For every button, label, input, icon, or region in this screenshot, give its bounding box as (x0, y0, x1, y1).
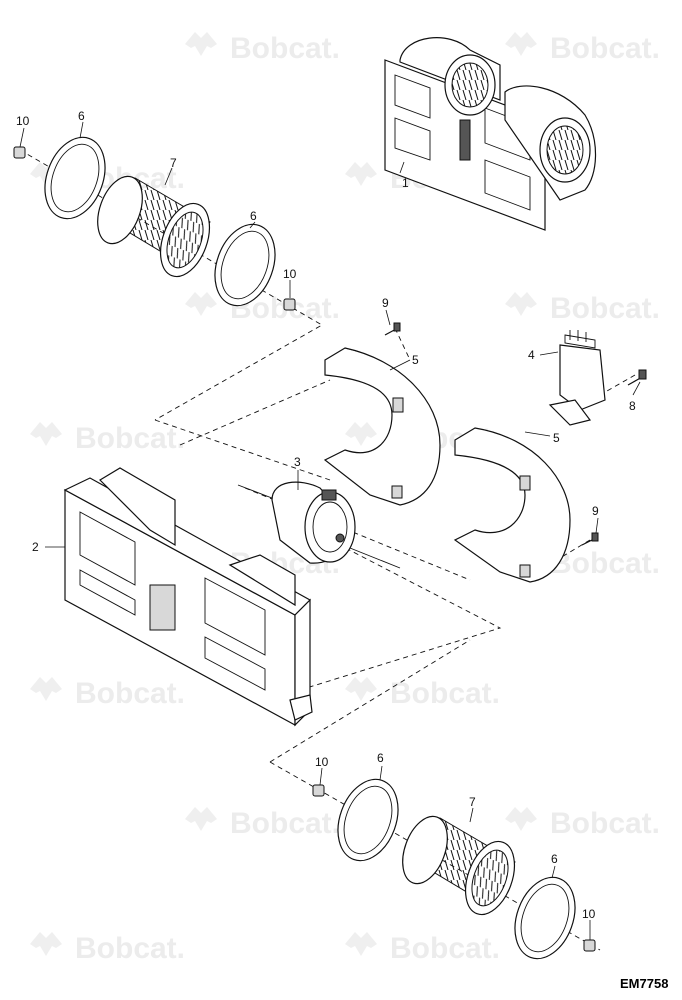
watermark-text: Bobcat. (75, 677, 185, 710)
callout-4: 4 (528, 348, 535, 362)
watermark-text: Bobcat. (75, 422, 185, 455)
watermark-text: Bobcat. (75, 932, 185, 965)
watermark-logo: Bobcat. (345, 677, 500, 710)
callout-2: 2 (32, 540, 39, 554)
watermark-logo: Bobcat. (505, 292, 660, 325)
callout-8: 8 (629, 399, 636, 413)
watermark-text: Bobcat. (550, 292, 660, 325)
callout-6-b: 6 (250, 209, 257, 223)
bushings (13, 146, 596, 952)
callout-9-lower: 9 (592, 504, 599, 518)
callout-6-c: 6 (377, 751, 384, 765)
callout-10-b: 10 (283, 267, 297, 281)
screws (384, 322, 647, 546)
callout-10-d: 10 (582, 907, 596, 921)
watermark-logo: Bobcat. (185, 807, 340, 840)
watermark-text: Bobcat. (550, 547, 660, 580)
callout-6-d: 6 (551, 852, 558, 866)
blower-wheel-upper (97, 175, 211, 278)
watermark-text: Bobcat. (230, 32, 340, 65)
watermark-text: Bobcat. (550, 807, 660, 840)
blower-assembly (384, 37, 597, 231)
watermark-logo: Bobcat. (30, 932, 185, 965)
blower-housing-bracket (63, 467, 313, 727)
retaining-rings (44, 136, 576, 960)
leader-lines (19, 121, 641, 940)
callout-5-upper: 5 (412, 353, 419, 367)
scroll-housing-lower (453, 427, 571, 583)
watermark-logo: Bobcat. (185, 32, 340, 65)
callout-1: 1 (402, 176, 409, 190)
watermark-logo: Bobcat. (30, 422, 185, 455)
callout-7-upper: 7 (170, 156, 177, 170)
watermark-text: Bobcat. (550, 32, 660, 65)
scroll-housing-upper (323, 347, 441, 506)
watermark-logo: Bobcat. (30, 677, 185, 710)
watermark-logo: Bobcat. (505, 807, 660, 840)
watermark-logo: Bobcat. (345, 932, 500, 965)
callout-10-a: 10 (16, 114, 30, 128)
callouts: 1 2 3 4 5 5 6 6 6 6 7 7 8 9 9 10 10 10 1… (16, 109, 636, 921)
resistor (548, 330, 606, 426)
watermark-text: Bobcat. (230, 807, 340, 840)
callout-3: 3 (294, 455, 301, 469)
blower-motor (237, 481, 401, 569)
blower-wheel-lower (402, 815, 516, 916)
callout-10-c: 10 (315, 755, 329, 769)
callout-7-lower: 7 (469, 795, 476, 809)
watermark-layer: Bobcat. Bobcat. Bobcat. Bobcat. Bobcat. … (30, 32, 660, 965)
watermark-logo: Bobcat. (505, 32, 660, 65)
callout-6-a: 6 (78, 109, 85, 123)
callout-5-lower: 5 (553, 431, 560, 445)
figure-id: EM7758 (620, 976, 668, 991)
watermark-text: Bobcat. (390, 677, 500, 710)
watermark-logo: Bobcat. (185, 292, 340, 325)
watermark-text: Bobcat. (390, 932, 500, 965)
callout-9-upper: 9 (382, 296, 389, 310)
